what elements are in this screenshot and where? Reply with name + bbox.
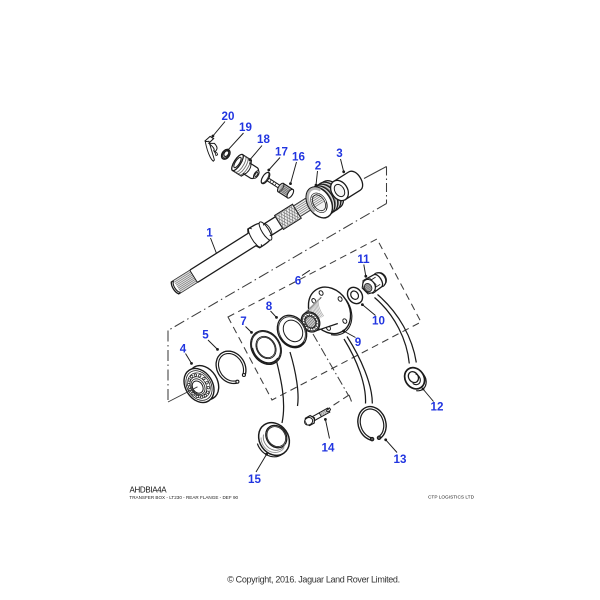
svg-text:AHDBIA4A: AHDBIA4A: [130, 485, 168, 494]
svg-text:© Copyright, 2016. Jaguar Land: © Copyright, 2016. Jaguar Land Rover Lim…: [227, 574, 400, 584]
svg-text:4: 4: [180, 343, 187, 356]
svg-text:7: 7: [240, 315, 246, 328]
svg-text:17: 17: [275, 146, 288, 159]
svg-text:18: 18: [257, 133, 270, 146]
svg-text:19: 19: [239, 121, 252, 134]
svg-text:9: 9: [355, 336, 362, 349]
svg-text:3: 3: [336, 147, 343, 160]
svg-text:TRANSFER BOX - LT230 - REAR FL: TRANSFER BOX - LT230 - REAR FLANGE - DEF…: [129, 495, 238, 500]
svg-text:13: 13: [394, 453, 407, 466]
svg-text:11: 11: [357, 253, 370, 266]
svg-text:6: 6: [295, 275, 302, 288]
svg-text:5: 5: [202, 329, 209, 342]
svg-text:20: 20: [222, 110, 235, 123]
svg-text:16: 16: [292, 151, 305, 164]
svg-text:1: 1: [206, 227, 213, 240]
svg-text:CTP LOGISTICS LTD: CTP LOGISTICS LTD: [428, 495, 475, 501]
svg-text:15: 15: [248, 473, 261, 486]
svg-text:2: 2: [315, 160, 321, 173]
svg-text:10: 10: [372, 315, 385, 328]
svg-text:12: 12: [431, 401, 444, 414]
svg-text:14: 14: [322, 442, 335, 455]
svg-text:8: 8: [266, 300, 273, 313]
